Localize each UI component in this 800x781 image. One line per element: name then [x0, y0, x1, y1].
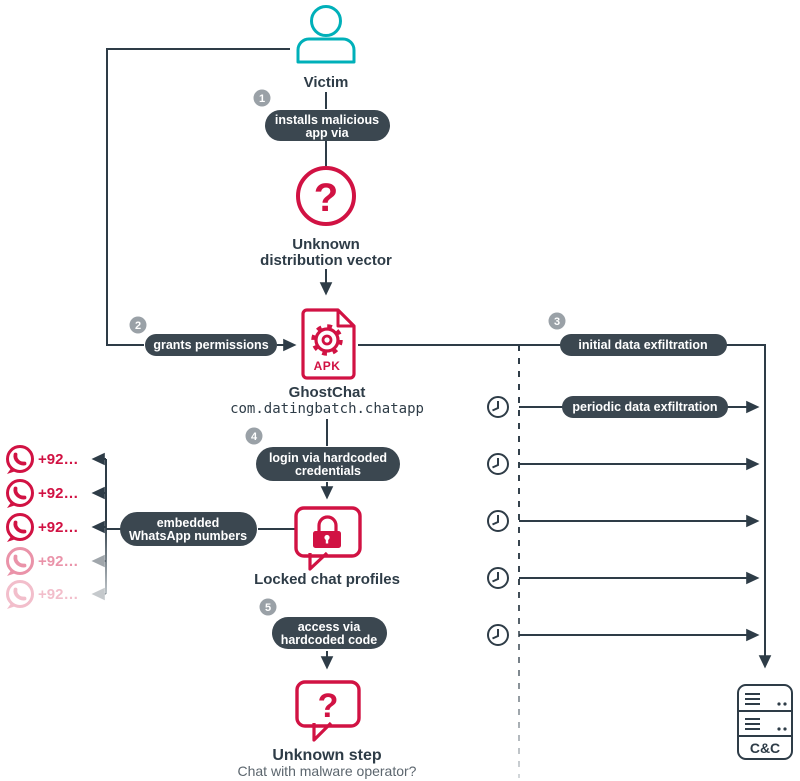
victim-label: Victim	[304, 74, 349, 91]
gear-icon	[311, 324, 343, 356]
pill-grants-permissions-line1: grants permissions	[153, 338, 268, 352]
victim-to-permissions-line	[106, 48, 290, 346]
pill-grants-permissions	[145, 334, 277, 356]
whatsapp-number: +92…	[38, 451, 78, 468]
step-3-badge	[548, 312, 566, 330]
whatsapp-row: +92…	[6, 513, 78, 542]
clock-icon	[487, 396, 509, 418]
pill-embedded-numbers-line2: WhatsApp numbers	[129, 529, 247, 543]
whatsapp-number: +92…	[38, 586, 78, 603]
embedded-numbers: embedded WhatsApp numbers	[120, 512, 257, 546]
svg-text:?: ?	[318, 687, 339, 725]
app-package: com.datingbatch.chatapp	[230, 401, 424, 417]
victim-node: Victim	[296, 5, 356, 91]
pill-installs-app-line1: installs malicious	[275, 113, 379, 127]
question-circle-icon: ?	[296, 166, 356, 226]
distribution-label-line2: distribution vector	[260, 252, 392, 269]
locked-chat-label: Locked chat profiles	[254, 571, 400, 588]
connector-lines	[91, 48, 772, 778]
step-5-number: 5	[265, 602, 271, 614]
exfil-to-cnc-line	[725, 344, 772, 669]
pill-access-code-line2: hardcoded code	[281, 633, 378, 647]
pill-login-credentials-line2: credentials	[295, 464, 361, 478]
whatsapp-icon	[6, 479, 34, 508]
step-5-badge	[259, 598, 277, 616]
step-4-number: 4	[251, 431, 258, 443]
pill-installs-app	[265, 110, 390, 141]
pill-embedded-numbers	[120, 512, 257, 546]
whatsapp-row: +92…	[6, 445, 78, 474]
unknown-step-label: Unknown step	[272, 747, 382, 764]
pill-initial-exfiltration	[560, 334, 727, 356]
step-1-number: 1	[259, 93, 265, 105]
clock-icon	[487, 567, 509, 589]
step-2-badge	[129, 316, 147, 334]
pill-login-credentials-line1: login via hardcoded	[269, 451, 387, 465]
whatsapp-row: +92…	[6, 479, 78, 508]
pill-periodic-exfiltration	[562, 396, 728, 418]
distribution-label-line1: Unknown	[292, 236, 360, 253]
step-3: 3 initial data exfiltration	[548, 312, 727, 356]
whatsapp-number: +92…	[38, 519, 78, 536]
whatsapp-number: +92…	[38, 553, 78, 570]
locked-chat-icon	[294, 506, 362, 571]
pill-access-code-line1: access via	[298, 620, 362, 634]
step-5: 5 access via hardcoded code	[259, 598, 387, 649]
whatsapp-icon	[6, 547, 34, 576]
unknown-step-icon: ?	[295, 680, 361, 742]
pill-embedded-numbers-line1: embedded	[157, 516, 220, 530]
whatsapp-row: +92…	[6, 547, 106, 576]
pill-access-code	[272, 617, 387, 649]
whatsapp-icon	[6, 445, 34, 474]
distribution-node: ? Unknown distribution vector	[260, 166, 392, 269]
pill-login-credentials	[256, 447, 400, 481]
pill-installs-app-line2: app via	[305, 126, 349, 140]
pill-initial-exfiltration-line1: initial data exfiltration	[578, 338, 707, 352]
step-3-number: 3	[554, 316, 560, 328]
cnc-label: C&C	[750, 740, 780, 756]
step-4-badge	[245, 427, 263, 445]
whatsapp-number: +92…	[38, 485, 78, 502]
cnc-server-node: C&C	[737, 684, 793, 760]
clock-icon	[487, 453, 509, 475]
step-1: 1 installs malicious app via	[253, 89, 390, 141]
app-name: GhostChat	[289, 384, 366, 401]
whatsapp-rows: +92… +92… +92… +92…	[6, 445, 106, 609]
svg-text:?: ?	[314, 176, 338, 220]
step-4: 4 login via hardcoded credentials	[245, 427, 400, 481]
clock-icon	[487, 510, 509, 532]
whatsapp-row: +92…	[6, 580, 106, 609]
lock-icon	[313, 515, 341, 548]
ghostchat-node: APK GhostChat com.datingbatch.chatapp	[230, 308, 424, 417]
victim-icon	[296, 5, 356, 64]
whatsapp-icon	[6, 580, 34, 609]
periodic-exfiltration: periodic data exfiltration	[562, 396, 728, 418]
clock-icons	[487, 396, 509, 646]
pill-periodic-exfiltration-line1: periodic data exfiltration	[572, 400, 717, 414]
unknown-step-node: ? Unknown step Chat with malware operato…	[238, 680, 417, 779]
apk-badge: APK	[314, 359, 341, 373]
step-1-badge	[253, 89, 271, 107]
server-icon: C&C	[737, 684, 793, 760]
unknown-step-sublabel: Chat with malware operator?	[238, 763, 417, 779]
step-2: 2 grants permissions	[129, 316, 277, 356]
locked-chat-node: Locked chat profiles	[254, 506, 400, 588]
apk-file-icon: APK	[301, 308, 356, 380]
whatsapp-icon	[6, 513, 34, 542]
clock-icon	[487, 624, 509, 646]
step-2-number: 2	[135, 320, 141, 332]
